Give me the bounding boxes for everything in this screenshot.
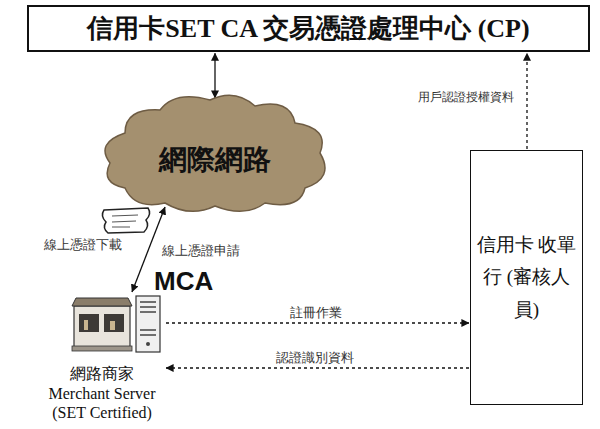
cloud-fill: [105, 95, 325, 211]
storefront: [74, 306, 130, 348]
merchant-computer-icon: [72, 296, 160, 352]
connector: [526, 53, 527, 149]
certificate-scroll: [102, 208, 149, 233]
cloud-shape: 網際網路: [95, 88, 335, 218]
connector: [214, 53, 215, 98]
connector: [166, 322, 469, 323]
process-box: 信用卡SET CA 交易憑證處理中心 (CP): [27, 5, 590, 52]
node-text: 信用卡 收單行 (審核人員): [475, 229, 578, 326]
server-tower: [136, 296, 160, 352]
connector-label: 線上憑證申請: [162, 242, 240, 260]
server-button: [146, 342, 150, 346]
scroll-outline: [102, 208, 149, 233]
node-text: 信用卡SET CA 交易憑證處理中心 (CP): [87, 13, 529, 44]
connector: [166, 367, 469, 368]
annotation: 線上憑證下載: [44, 236, 122, 254]
node-text: 網際網路: [159, 143, 271, 177]
storefront-base: [72, 346, 132, 351]
shop-window: [104, 314, 124, 332]
component-name: MCA: [154, 266, 213, 297]
merchant-server: 網路商家 Merchant Server (SET Certified): [40, 288, 164, 426]
shop-goods: [110, 321, 115, 330]
connector-label: 註冊作業: [290, 304, 342, 322]
connector-label: 認證識別資料: [276, 349, 354, 367]
shop-goods: [84, 320, 88, 330]
connector-label: 用戶認證授權資料: [418, 89, 514, 106]
server-slots: [140, 302, 156, 335]
node-text: 網路商家 Merchant Server (SET Certified): [40, 364, 164, 422]
shop-window: [79, 314, 99, 332]
storefront-awning: [72, 298, 132, 306]
scroll-lines: [112, 215, 138, 227]
process-box: 信用卡 收單行 (審核人員): [470, 150, 583, 405]
